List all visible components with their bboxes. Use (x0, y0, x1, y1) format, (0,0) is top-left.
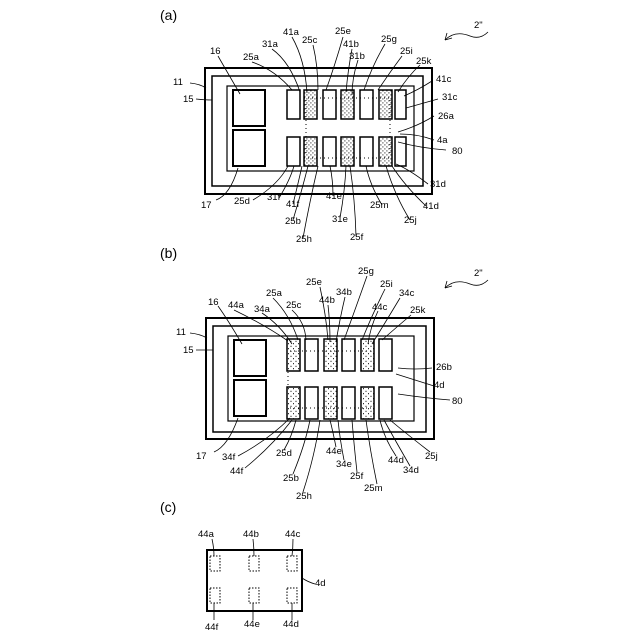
top-electrode-row (287, 339, 392, 371)
label-25b: 25b (283, 473, 299, 484)
label-34f: 34f (222, 452, 236, 463)
label-25e: 25e (306, 277, 322, 288)
label-25j: 25j (404, 215, 417, 226)
panel-b: (b) (160, 245, 488, 502)
ref-arrow-a (445, 32, 488, 40)
label-25m: 25m (364, 483, 383, 494)
label-41b: 41b (343, 39, 359, 50)
bottom-electrode-row (287, 137, 406, 166)
label-31b: 31b (349, 51, 365, 62)
label-44b: 44b (243, 529, 259, 540)
panel-a-label: (a) (160, 7, 177, 23)
pads-44 (210, 556, 297, 603)
label-25d: 25d (276, 448, 292, 459)
label-25g: 25g (381, 34, 397, 45)
panel-a: (a) (160, 7, 488, 245)
label-44e: 44e (244, 619, 260, 630)
label-4d: 4d (315, 578, 326, 589)
label-41f: 41f (286, 199, 300, 210)
label-25a: 25a (266, 288, 283, 299)
label-44b: 44b (319, 295, 335, 306)
label-44c: 44c (285, 529, 301, 540)
label-44a: 44a (228, 300, 245, 311)
label-25f: 25f (350, 471, 364, 482)
label-25k: 25k (410, 305, 426, 316)
label-25a: 25a (243, 52, 260, 63)
label-26a: 26a (438, 111, 455, 122)
top-electrode-row (287, 90, 406, 119)
panel-c: (c) 44a 44b 44c 4d 44f 44e 44d (160, 499, 326, 633)
label-25e: 25e (335, 26, 351, 37)
component-16 (233, 90, 265, 126)
label-41c: 41c (436, 74, 452, 85)
label-25i: 25i (380, 279, 393, 290)
component-17 (233, 130, 265, 166)
label-41d: 41d (423, 201, 439, 212)
label-25k: 25k (416, 56, 432, 67)
label-16: 16 (208, 297, 219, 308)
label-31d: 31d (430, 179, 446, 190)
chip-4d (207, 550, 302, 611)
label-25h: 25h (296, 491, 312, 502)
label-34e: 34e (336, 459, 352, 470)
label-25f: 25f (350, 232, 364, 243)
label-26b: 26b (436, 362, 452, 373)
panel-b-label: (b) (160, 245, 177, 261)
label-34d: 34d (403, 465, 419, 476)
label-4d: 4d (434, 380, 445, 391)
label-44d: 44d (283, 619, 299, 630)
label-34c: 34c (399, 288, 415, 299)
label-11: 11 (176, 327, 186, 338)
label-44e: 44e (326, 446, 342, 457)
label-17: 17 (201, 200, 212, 211)
label-25m: 25m (370, 200, 389, 211)
label-80: 80 (452, 146, 463, 157)
component-16 (234, 340, 266, 376)
label-34a: 34a (254, 304, 271, 315)
label-31c: 31c (442, 92, 458, 103)
label-41e: 41e (326, 191, 342, 202)
labels-b: 11 15 16 17 44a 34a 25a 25c 25e 44b 34b … (176, 266, 483, 502)
substrate-outline (228, 336, 414, 421)
label-41a: 41a (283, 27, 300, 38)
label-2pp-b: 2" (474, 268, 483, 279)
label-4a: 4a (437, 135, 448, 146)
label-31a: 31a (262, 39, 279, 50)
label-15: 15 (183, 345, 194, 356)
label-25b: 25b (285, 216, 301, 227)
label-44a: 44a (198, 529, 215, 540)
label-15: 15 (183, 94, 194, 105)
label-25c: 25c (302, 35, 318, 46)
label-2pp-a: 2" (474, 20, 483, 31)
label-80: 80 (452, 396, 463, 407)
bottom-electrode-row (287, 387, 392, 419)
panel-c-label: (c) (160, 499, 176, 515)
labels-a: 11 15 16 17 25a 31a 41a 25c 25e 41b 31b … (173, 20, 483, 245)
label-44f: 44f (230, 466, 244, 477)
ref-arrow-b (445, 280, 488, 288)
label-25i: 25i (400, 46, 413, 57)
label-25c: 25c (286, 300, 302, 311)
label-34b: 34b (336, 287, 352, 298)
label-44d: 44d (388, 455, 404, 466)
label-44c: 44c (372, 302, 388, 313)
component-17 (234, 380, 266, 416)
label-25d: 25d (234, 196, 250, 207)
label-25h: 25h (296, 234, 312, 245)
leader-lines-c (212, 539, 315, 620)
label-25g: 25g (358, 266, 374, 277)
label-31e: 31e (332, 214, 348, 225)
label-44f: 44f (205, 622, 219, 633)
label-16: 16 (210, 46, 221, 57)
label-25j: 25j (425, 451, 438, 462)
label-31f: 31f (267, 192, 281, 203)
label-17: 17 (196, 451, 207, 462)
label-11: 11 (173, 77, 183, 88)
